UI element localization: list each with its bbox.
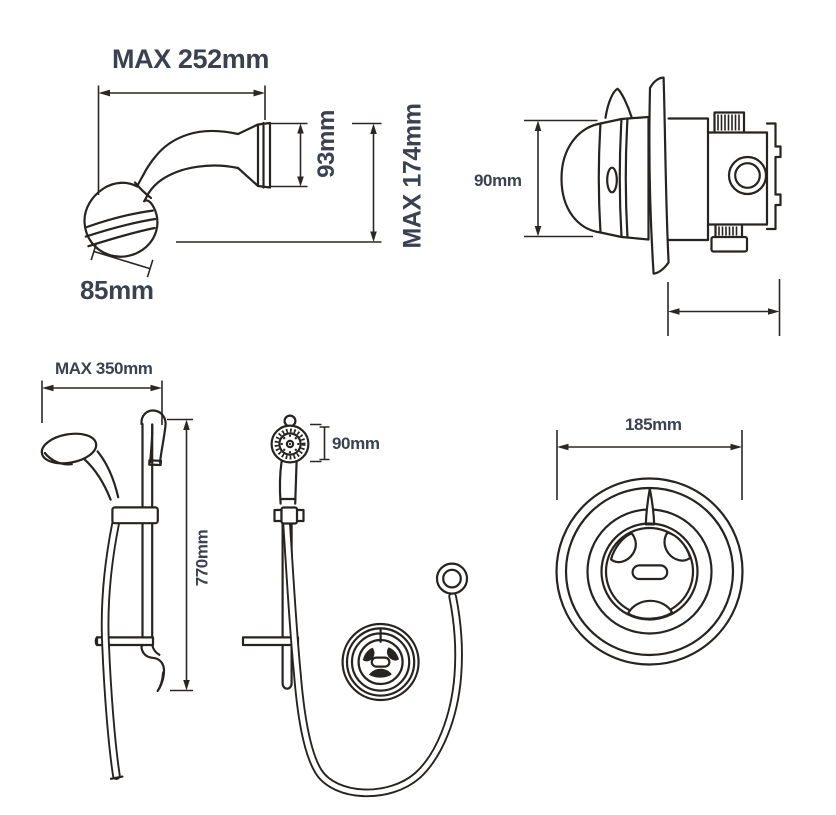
knob-grip-lobe <box>369 668 392 678</box>
rail-side-drawing <box>40 409 167 780</box>
knob-grip-lobe <box>663 531 692 562</box>
extension-lines <box>667 279 781 336</box>
slider-clamp <box>111 506 159 525</box>
knob-indicator-oval <box>606 166 618 194</box>
head-ribs <box>84 209 157 248</box>
dim-label-185: 185mm <box>625 415 682 434</box>
dimension-90-handset <box>310 423 330 463</box>
dim-label-770: 770mm <box>192 529 212 587</box>
knob-dome <box>560 122 602 234</box>
knob-grip-lobe <box>626 599 674 620</box>
wall-flange <box>236 121 272 189</box>
faceplate-middle-ring <box>345 627 416 697</box>
dimension-85 <box>90 242 154 278</box>
hose-core <box>284 521 461 796</box>
extension-ticks <box>310 423 322 463</box>
dim-label-93: 93mm <box>313 110 340 178</box>
view-valve-front <box>555 430 744 666</box>
hose-end-cap <box>109 775 124 780</box>
view-valve-side <box>524 76 782 336</box>
soap-dish <box>95 636 155 647</box>
shower-arm-drawing <box>83 121 272 258</box>
soap-dish <box>241 636 300 647</box>
handset-handle <box>278 460 298 505</box>
view-shower-head-side <box>83 85 382 278</box>
handset-head <box>40 432 98 465</box>
arrowheads <box>668 308 780 315</box>
outlet-elbow-outer <box>435 562 469 595</box>
thread-hatching <box>717 114 740 131</box>
arrowhead <box>98 89 110 97</box>
dimension-90 <box>524 119 598 238</box>
inlet-fitting-bottom <box>714 223 744 239</box>
view-rail-front <box>241 414 469 798</box>
dimension-93 <box>271 122 308 188</box>
knob-bands <box>599 115 650 241</box>
dim-label-90-valve: 90mm <box>474 171 522 190</box>
valve-side-drawing <box>560 76 782 275</box>
dim-label-max-174: MAX 174mm <box>398 103 427 249</box>
hose-core <box>102 521 119 778</box>
handset-center-dot <box>288 442 292 446</box>
dimension-line <box>93 250 150 270</box>
extension-lines <box>41 380 163 425</box>
spray-nozzle-dots <box>280 434 300 454</box>
outlet-elbow-inner <box>442 568 462 589</box>
handset-handle <box>83 450 120 501</box>
extension-lines <box>524 119 598 238</box>
soap-dish-lip <box>94 636 99 647</box>
inlet-fitting-top <box>713 111 746 134</box>
knob-center-slot <box>631 564 669 581</box>
end-ticks <box>90 242 154 278</box>
knob-dome-base <box>597 122 602 234</box>
thread-hatching <box>718 226 738 236</box>
handset-knurl-ring <box>274 428 306 460</box>
dim-label-85: 85mm <box>80 275 154 305</box>
rail-bottom-bracket <box>140 643 166 693</box>
dimension-depth-unlabeled <box>667 279 781 336</box>
knob-pointer <box>644 487 656 526</box>
rail-top-bracket <box>140 409 167 467</box>
slider-clamp <box>280 506 299 525</box>
valve-body-rear <box>706 131 769 226</box>
neck <box>133 174 153 203</box>
handset-center-washer <box>285 439 295 449</box>
dimension-185 <box>556 430 743 500</box>
lever-fin <box>604 87 633 119</box>
dimension-bracket <box>319 426 330 461</box>
pipe-port-outer <box>727 155 768 196</box>
dimension-max-252 <box>97 85 266 195</box>
knob-grip-lobe <box>362 647 375 662</box>
handset-face-line <box>43 451 73 466</box>
faceplate-outer-ring <box>341 622 420 702</box>
dimension-770 <box>167 418 193 692</box>
head-outline <box>83 181 159 258</box>
dim-label-max-350: MAX 350mm <box>55 359 153 378</box>
dimension-max-174 <box>176 122 382 243</box>
arrowhead <box>253 89 265 97</box>
view-rail-side <box>40 380 193 780</box>
knob-center-slot <box>370 656 391 668</box>
pipe-port-inner <box>734 162 761 189</box>
knob-grip-lobe <box>609 532 637 564</box>
arm-top-edge <box>141 129 240 177</box>
extension-lines <box>167 418 193 692</box>
mounting-bracket <box>765 122 782 231</box>
extension-lines <box>556 430 743 500</box>
dim-label-90-handset: 90mm <box>332 434 380 453</box>
wall-plate <box>648 76 670 275</box>
handset-face <box>278 432 302 456</box>
valve-body <box>667 117 710 242</box>
dimension-max-350 <box>41 380 163 425</box>
arm-bottom-edge <box>147 164 240 194</box>
faceplate-outer-ring <box>555 477 744 666</box>
extension-lines <box>176 122 382 243</box>
dim-label-max-252: MAX 252mm <box>112 44 269 74</box>
knob-grip-lobe <box>386 647 399 661</box>
extension-lines <box>271 122 308 188</box>
fitting-flange <box>710 235 749 253</box>
valve-front-small <box>341 622 420 702</box>
